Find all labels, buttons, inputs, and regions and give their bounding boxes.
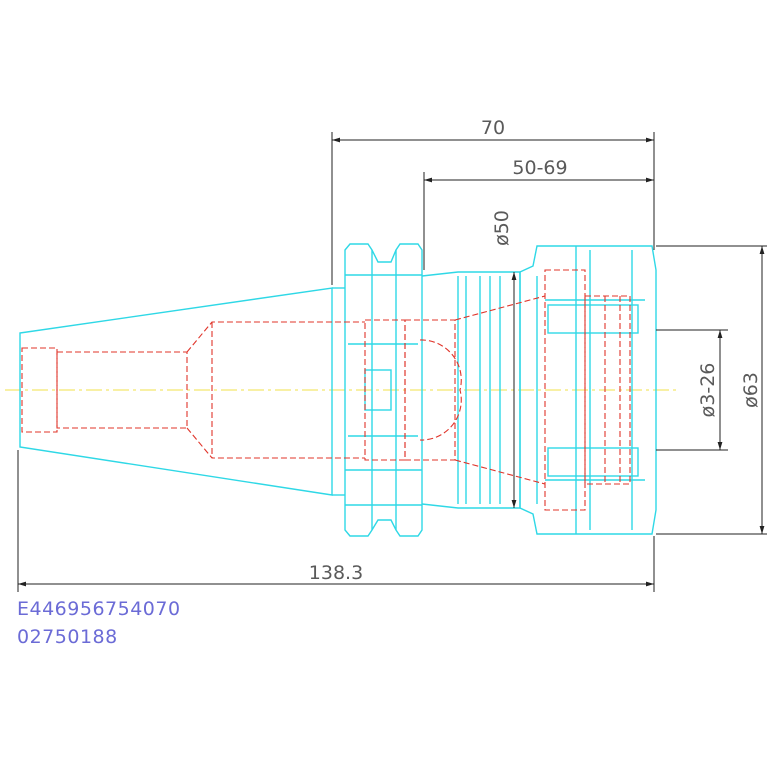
dimension-70: 70 [331,117,655,285]
dimension-138-3: 138.3 [17,450,655,592]
dimension-dia-63-label: ø63 [740,372,762,408]
dimension-dia-3-26: ø3-26 [656,329,728,451]
dimension-dia-3-26-label: ø3-26 [697,363,719,418]
dimension-70-label: 70 [481,117,505,139]
clamping-nut [519,245,657,535]
internal-bore-hidden-lines [21,269,631,511]
dimension-50-69: 50-69 [423,157,655,270]
dimension-138-3-label: 138.3 [309,562,363,584]
taper-shank [19,287,345,496]
dimension-50-69-label: 50-69 [512,157,567,179]
part-code-line-2: 02750188 [17,626,118,648]
dimension-dia-50-label: ø50 [491,210,513,246]
dimension-dia-50: ø50 [491,210,517,508]
dimension-dia-63: ø63 [656,245,767,535]
part-code-line-1: E446956754070 [17,598,181,620]
